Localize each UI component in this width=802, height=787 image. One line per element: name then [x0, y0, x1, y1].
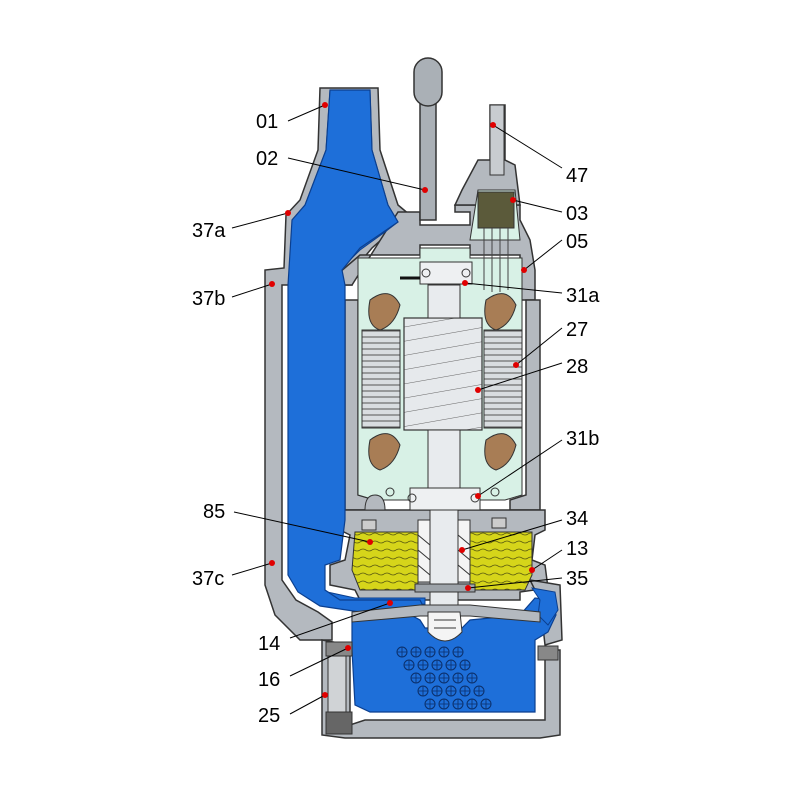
strainer-hole-cross [439, 647, 449, 657]
strainer-hole-cross [453, 699, 463, 709]
callout-13: 13 [529, 538, 588, 573]
strainer-hole-cross [404, 660, 414, 670]
strainer-hole-cross [460, 686, 470, 696]
svg-text:01: 01 [256, 111, 278, 133]
handle [413, 57, 443, 221]
callout-16: 16 [258, 645, 351, 691]
callout-34: 34 [459, 508, 588, 553]
oil-chamber [351, 517, 533, 591]
strainer-hole-cross [411, 673, 421, 683]
svg-text:05: 05 [566, 231, 588, 253]
strainer-hole-cross [425, 699, 435, 709]
svg-text:28: 28 [566, 356, 588, 378]
strainer-hole-cross [481, 699, 491, 709]
svg-text:16: 16 [258, 669, 280, 691]
bolts [325, 641, 559, 735]
strainer-hole-cross [453, 647, 463, 657]
callout-31b: 31b [475, 428, 599, 499]
strainer-hole-cross [446, 686, 456, 696]
strainer-hole-cross [411, 647, 421, 657]
callout-47: 47 [490, 122, 588, 187]
strainer-hole-cross [418, 660, 428, 670]
svg-text:03: 03 [566, 203, 588, 225]
svg-text:31b: 31b [566, 428, 599, 450]
strainer-hole-cross [467, 673, 477, 683]
upper-bearing [400, 261, 473, 285]
strainer-hole-cross [418, 686, 428, 696]
strainer-hole-cross [439, 699, 449, 709]
strainer-hole-cross [432, 660, 442, 670]
svg-text:37a: 37a [192, 220, 226, 242]
strainer-hole-cross [446, 660, 456, 670]
cable [477, 104, 515, 292]
svg-text:37c: 37c [192, 568, 224, 590]
callout-35: 35 [465, 568, 588, 591]
strainer-hole-cross [474, 686, 484, 696]
svg-text:13: 13 [566, 538, 588, 560]
strainer-hole-cross [439, 673, 449, 683]
callout-28: 28 [475, 356, 588, 393]
strainer-hole-cross [453, 673, 463, 683]
strainer-holes [396, 646, 492, 710]
svg-text:85: 85 [203, 501, 225, 523]
callout-03: 03 [510, 197, 588, 225]
svg-text:47: 47 [566, 165, 588, 187]
lower-bearing [364, 487, 500, 511]
callout-02: 02 [256, 148, 428, 193]
callout-05: 05 [521, 231, 588, 273]
callout-37c: 37c [192, 560, 275, 590]
rotor [403, 317, 483, 431]
part-annotations: 01 02 37a 37b 85 37c [192, 102, 600, 727]
callout-14: 14 [258, 600, 393, 655]
svg-text:25: 25 [258, 705, 280, 727]
svg-text:31a: 31a [566, 285, 600, 307]
strainer-hole-cross [432, 686, 442, 696]
svg-text:34: 34 [566, 508, 588, 530]
svg-text:35: 35 [566, 568, 588, 590]
strainer-hole-cross [460, 660, 470, 670]
water-channel [287, 89, 559, 713]
callout-37b: 37b [192, 281, 275, 310]
strainer-hole-cross [425, 647, 435, 657]
callout-31a: 31a [462, 280, 600, 307]
callout-85: 85 [203, 501, 373, 545]
svg-text:14: 14 [258, 633, 280, 655]
strainer-hole-cross [425, 673, 435, 683]
callout-27: 27 [513, 319, 588, 368]
strainer-hole-cross [397, 647, 407, 657]
svg-text:37b: 37b [192, 288, 225, 310]
stator [361, 329, 523, 429]
callout-25: 25 [258, 692, 328, 727]
strainer-hole-cross [467, 699, 477, 709]
stator-coils [368, 293, 517, 471]
svg-text:02: 02 [256, 148, 278, 170]
svg-text:27: 27 [566, 319, 588, 341]
impeller [351, 604, 541, 642]
callout-01: 01 [256, 102, 328, 133]
callout-37a: 37a [192, 210, 291, 242]
